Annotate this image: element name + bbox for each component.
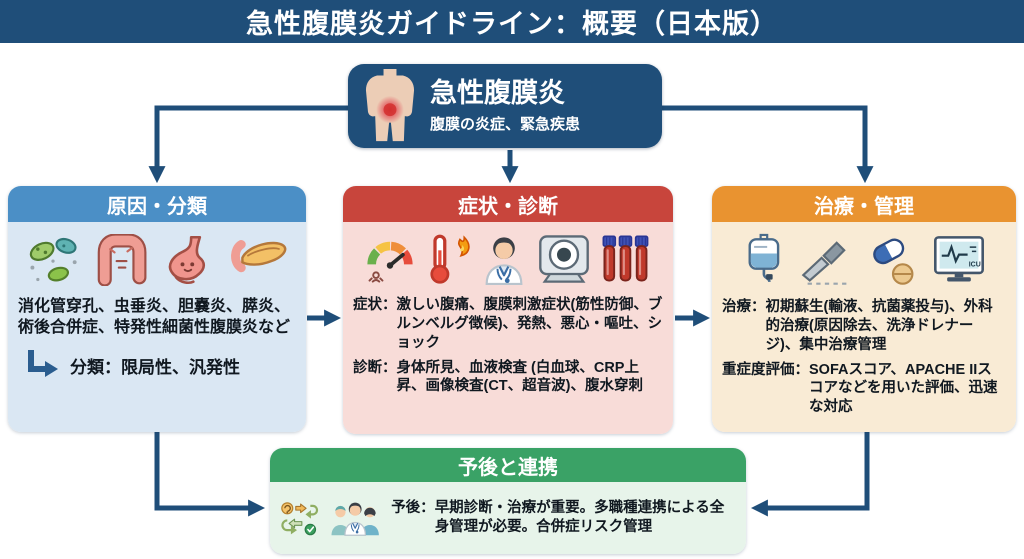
blood-test-tubes-icon	[602, 235, 649, 282]
fever-thermometer-icon	[430, 234, 470, 284]
diagnosis-label: 診断：	[353, 359, 397, 376]
top-box-subtitle: 腹膜の炎症、緊急疾患	[430, 115, 581, 133]
prognosis-body-text: 早期診断・治療が重要。多職種連携による全身管理が必要。合併症リスク管理	[434, 500, 725, 535]
symptoms-diagnosis-panel: 症状・診断	[343, 186, 673, 434]
large-intestine-icon	[97, 234, 147, 286]
abdominal-pain-torso-icon	[365, 69, 415, 142]
treatment-management-panel: 治療・管理	[712, 186, 1016, 432]
acute-peritonitis-box: 急性腹膜炎 腹膜の炎症、緊急疾患	[348, 64, 662, 148]
severity-label: 重症度評価：	[722, 361, 809, 378]
medical-team-icon	[331, 502, 379, 536]
symptoms-panel-header: 症状・診断	[343, 186, 673, 222]
prognosis-coordination-panel: 予後と連携	[270, 448, 746, 554]
treatment-row: 治療： 初期蘇生(輸液、抗菌薬投与)、外科的治療(原因除去、洗浄ドレナージ)、集…	[722, 298, 1006, 355]
arrow-top-to-causes	[148, 105, 352, 184]
treatment-label: 治療：	[722, 299, 766, 315]
treatment-text: 初期蘇生(輸液、抗菌薬投与)、外科的治療(原因除去、洗浄ドレナージ)、集中治療管…	[765, 299, 993, 353]
stomach-icon	[168, 235, 206, 284]
arrow-top-to-treatment	[660, 105, 874, 184]
pain-scale-gauge-icon	[367, 241, 413, 283]
symptoms-row: 症状： 激しい腹痛、腹膜刺激症状(筋性防御、ブルンベルグ徴候)、発熱、悪心・嘔吐…	[353, 296, 663, 353]
doctor-icon	[485, 237, 523, 285]
icu-monitor-icon: ICU	[934, 236, 984, 282]
prognosis-row: 予後： 早期診断・治療が重要。多職種連携による全身管理が必要。合併症リスク管理	[391, 499, 736, 537]
scalpel-icon	[801, 241, 849, 285]
care-workflow-icon	[281, 502, 319, 536]
diagnosis-row: 診断： 身体所見、血液検査 (白血球、CRP上昇、画像検査(CT、超音波)、腹水…	[353, 359, 663, 397]
prognosis-label: 予後：	[391, 500, 435, 517]
symptoms-text: 激しい腹痛、腹膜刺激症状(筋性防御、ブルンベルグ徴候)、発熱、悪心・嘔吐、ショッ…	[396, 297, 663, 351]
symptoms-icons-row	[353, 228, 663, 290]
treatment-panel-header: 治療・管理	[712, 186, 1016, 222]
iv-drip-icon	[748, 233, 780, 283]
classification-text: 分類：限局性、汎発性	[70, 358, 240, 378]
prognosis-panel-header: 予後と連携	[270, 448, 746, 482]
arrow-causes-to-prognosis	[154, 431, 266, 517]
symptoms-label: 症状：	[353, 297, 397, 313]
pancreas-icon	[231, 240, 287, 273]
causes-body-text: 消化管穿孔、虫垂炎、胆嚢炎、膵炎、術後合併症、特発性細菌性腹膜炎など	[18, 298, 291, 337]
icu-monitor-label: ICU	[969, 261, 981, 268]
bacteria-icon	[29, 237, 77, 282]
classification-row: 分類：限局性、汎発性	[26, 350, 296, 380]
causes-classification-panel: 原因・分類	[8, 186, 306, 432]
medication-pills-icon	[873, 238, 914, 285]
page-title: 急性腹膜炎ガイドライン：概要（日本版）	[0, 0, 1024, 43]
arrow-treatment-to-prognosis	[750, 431, 870, 517]
severity-row: 重症度評価： SOFAスコア、APACHE IIスコアなどを用いた評価、迅速な対…	[722, 361, 1006, 418]
top-box-title: 急性腹膜炎	[430, 78, 565, 109]
classification-branch-arrow-icon	[28, 350, 58, 378]
causes-icons-row	[18, 228, 296, 292]
severity-text: SOFAスコア、APACHE IIスコアなどを用いた評価、迅速な対応	[809, 361, 998, 416]
diagnosis-text: 身体所見、血液検査 (白血球、CRP上昇、画像検査(CT、超音波)、腹水穿刺	[396, 359, 644, 395]
treatment-icons-row: ICU	[722, 228, 1006, 292]
causes-panel-header: 原因・分類	[8, 186, 306, 222]
ct-scanner-icon	[539, 235, 589, 283]
